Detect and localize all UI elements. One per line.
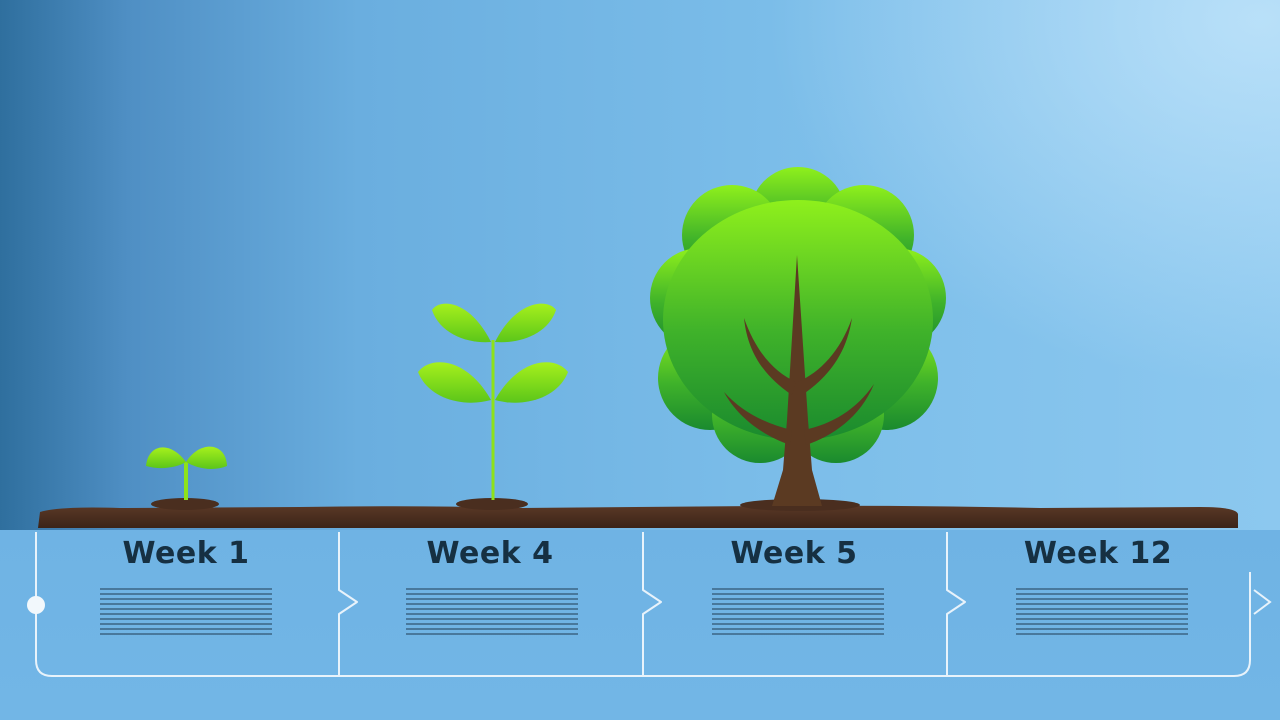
background-sky [0,0,1280,530]
growth-illustration [38,167,1238,528]
step-title-week-12: Week 12 [1023,536,1173,571]
sprout-icon [146,446,227,500]
step-title-week-4: Week 4 [426,536,554,571]
soil-strip [38,498,1238,528]
start-dot-icon [27,596,45,614]
step-text-placeholder-4 [1016,588,1188,636]
chevron-right-icon [1253,589,1272,615]
seedling-icon [418,303,568,500]
step-title-week-5: Week 5 [730,536,858,571]
tree-icon [650,167,946,506]
step-text-placeholder-3 [712,588,884,636]
step-text-placeholder-1 [100,588,272,636]
step-title-week-1: Week 1 [122,536,250,571]
step-text-placeholder-2 [406,588,578,636]
